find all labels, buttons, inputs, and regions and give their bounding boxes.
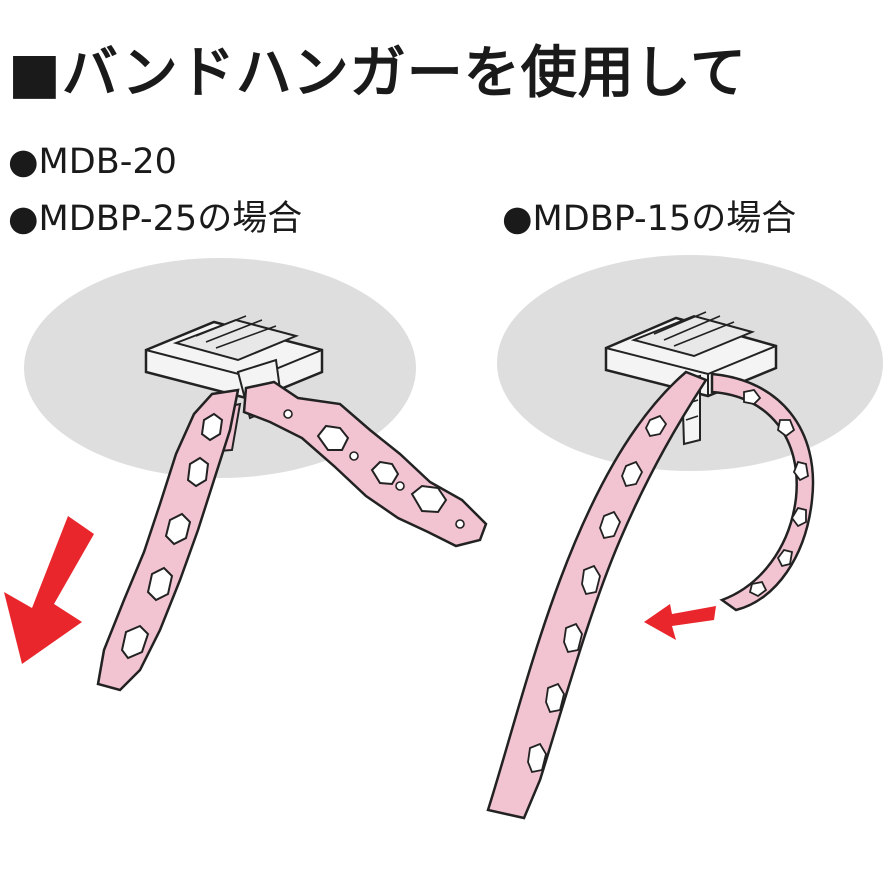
band-right-hanging bbox=[486, 370, 708, 820]
page-title: ■バンドハンガーを使用して bbox=[8, 41, 748, 106]
band-right-curl bbox=[710, 372, 815, 612]
label-mdbp-25: ●MDBP-25の場合 bbox=[8, 199, 303, 239]
label-mdb-20: ●MDB-20 bbox=[8, 142, 177, 182]
arrow-left-icon bbox=[644, 604, 716, 640]
label-mdbp-15: ●MDBP-15の場合 bbox=[502, 199, 797, 239]
arrow-down-left-icon bbox=[4, 516, 94, 664]
band-left-horizontal bbox=[242, 380, 488, 548]
band-left-hanging bbox=[96, 388, 240, 692]
